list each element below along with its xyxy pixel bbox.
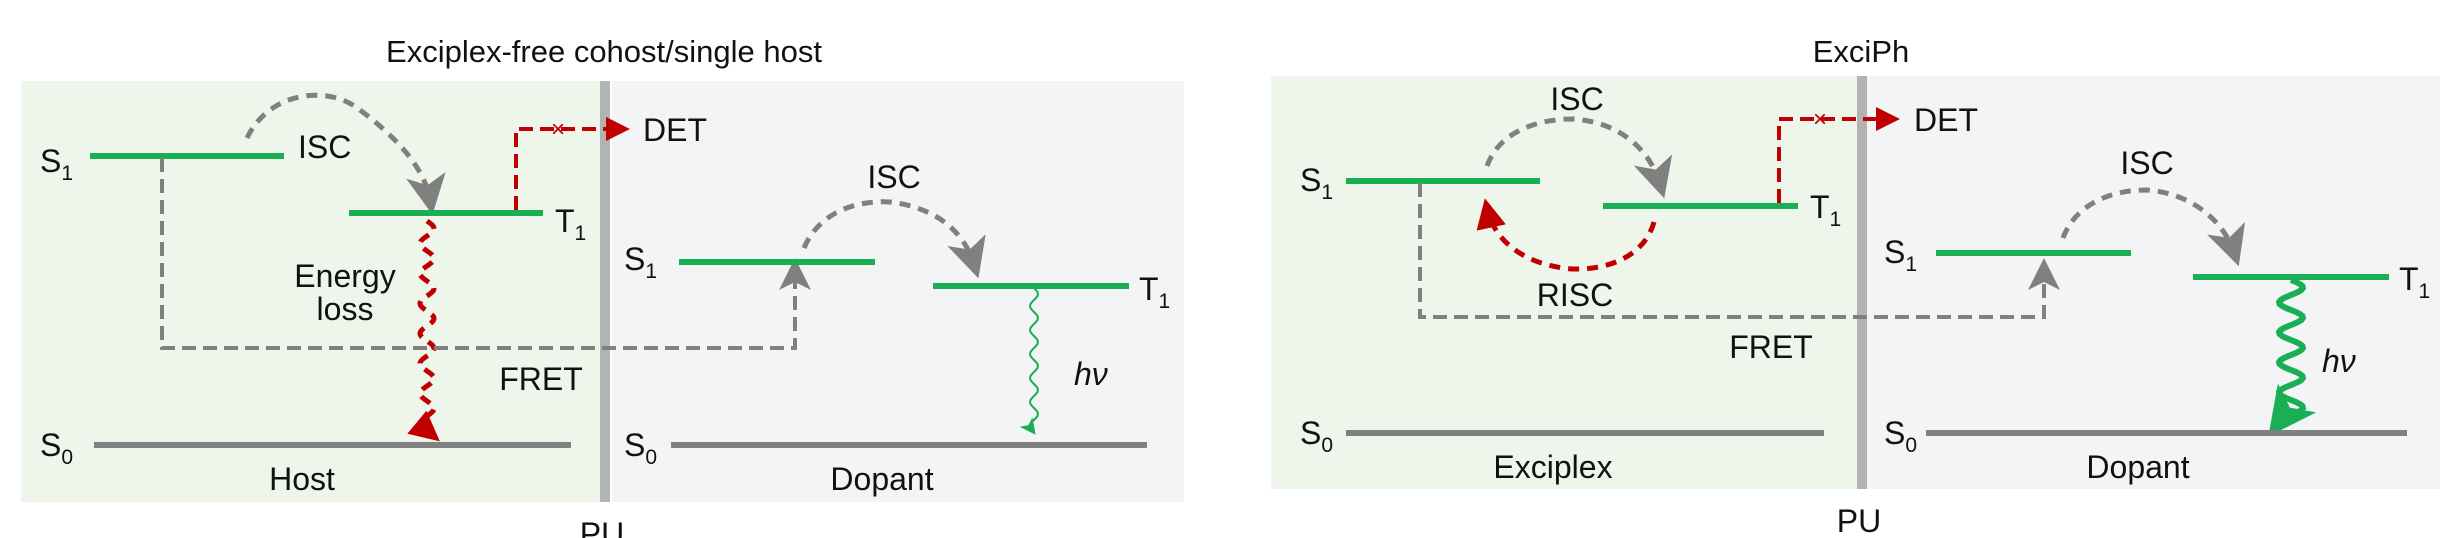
host-s0-label: S0 [40,427,73,469]
dopant-isc-arrow [2060,187,2246,267]
det-label: DET [643,112,707,148]
host-t1-label: T1 [555,203,586,245]
interface-label: PU [580,516,624,538]
dopant-t1-label: T1 [2399,261,2430,303]
host-region [21,81,605,502]
dopant-isc-label: ISC [2120,145,2173,181]
blocked-mark-icon: × [1813,106,1827,133]
blocked-mark-icon: × [551,116,565,143]
energy-loss-label-1: Energy [294,258,395,294]
dopant-s0-label: S0 [1884,415,1917,457]
host-s1-label: S1 [40,143,73,185]
dopant-t1-label: T1 [1139,271,1170,313]
dopant-isc-arrow [801,199,986,279]
exciplex-s1-label: S1 [1300,162,1333,204]
panel-exciplex-free: Exciplex-free cohost/single host S1 ISC … [21,34,1184,538]
dopant-isc-label: ISC [867,159,920,195]
host-name-label: Host [269,461,335,497]
energy-loss-wavy-arrow [407,218,440,442]
fret-arrow [1418,183,2060,319]
dopant-name-label: Dopant [830,461,933,497]
dopant-region [612,81,1184,502]
fret-arrow [160,158,811,350]
exciplex-s0-label: S0 [1300,415,1333,457]
exciplex-isc-label: ISC [1550,81,1603,117]
dopant-region [1862,76,2440,489]
host-isc-arrow [244,92,446,215]
det-label: DET [1914,102,1978,138]
dopant-s1-label: S1 [1884,234,1917,276]
panel-exciph: ExciPh S1 ISC T1 RISC × DET FRET S0 Exci… [1271,34,2440,538]
dopant-s0-label: S0 [624,427,657,469]
interface-divider [1857,76,1867,489]
exciplex-name-label: Exciplex [1493,449,1612,485]
det-blocked-arrow [514,117,630,210]
exciplex-region [1271,76,1857,489]
risc-arrow [1476,198,1657,272]
interface-label: PU [1837,503,1881,538]
panel-title: Exciplex-free cohost/single host [386,34,822,69]
fret-label: FRET [1729,329,1813,365]
emission-wavy-arrow [2268,277,2317,437]
host-isc-label: ISC [298,129,351,165]
dopant-s1-label: S1 [624,241,657,283]
fret-label: FRET [499,361,583,397]
emission-label: hν [1074,356,1108,392]
energy-loss-label-2: loss [317,291,374,327]
exciplex-isc-arrow [1484,116,1673,199]
emission-wavy-arrow [1019,287,1040,435]
exciplex-t1-label: T1 [1810,189,1841,231]
interface-divider [600,81,610,502]
dopant-name-label: Dopant [2086,449,2189,485]
det-blocked-arrow [1777,107,1900,203]
risc-label: RISC [1537,277,1613,313]
panel-title: ExciPh [1813,34,1909,69]
emission-label: hν [2322,343,2356,379]
